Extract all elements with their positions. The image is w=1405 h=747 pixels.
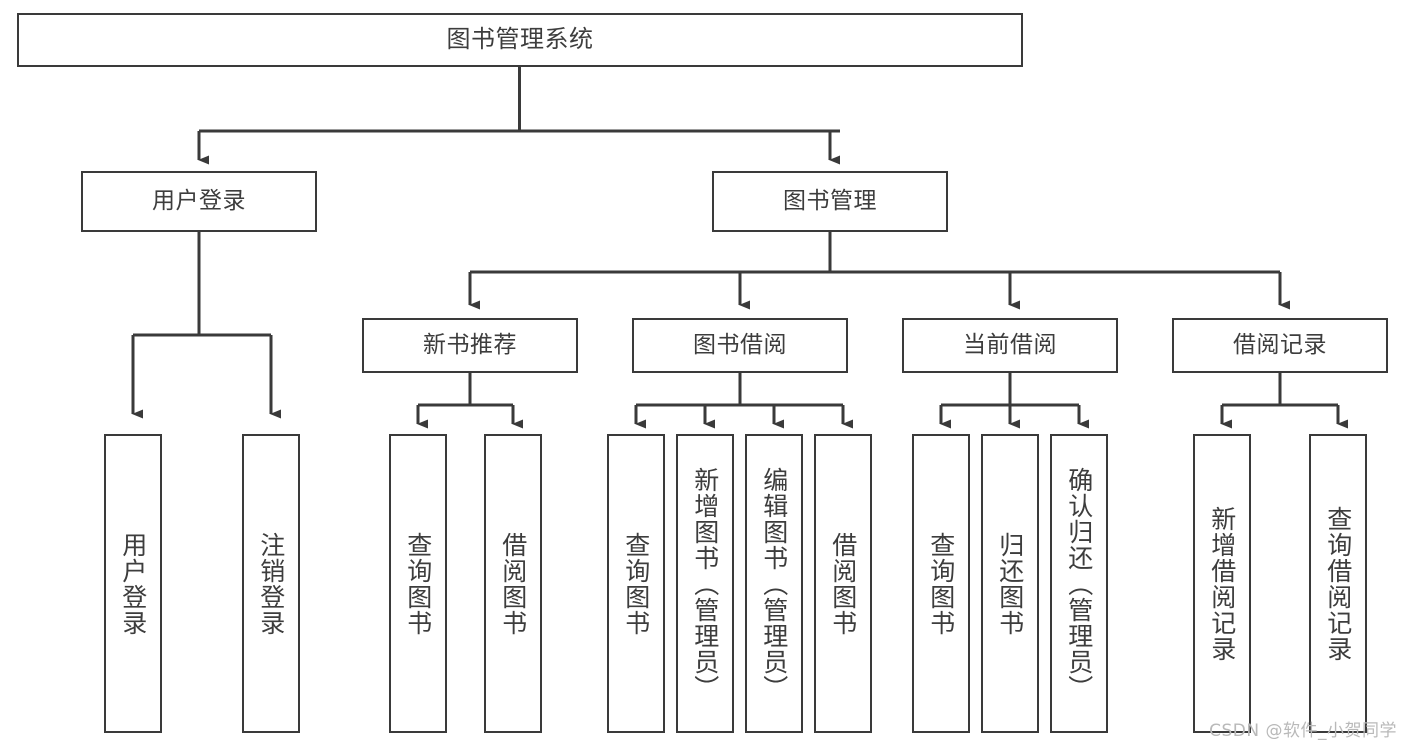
node-label: 新增借阅记录 bbox=[1207, 505, 1237, 662]
node-label: 借阅图书 bbox=[498, 531, 528, 636]
node-label: 查询借阅记录 bbox=[1323, 505, 1353, 662]
node-user-login[interactable]: 用户登录 bbox=[81, 171, 317, 232]
node-leaf-query-borrow-record[interactable]: 查询借阅记录 bbox=[1309, 434, 1367, 733]
node-leaf-confirm-return-admin[interactable]: 确认归还（管理员） bbox=[1050, 434, 1108, 733]
node-label: 用户登录 bbox=[152, 188, 246, 215]
node-label: 当前借阅 bbox=[963, 332, 1057, 359]
node-label: 图书管理 bbox=[783, 188, 877, 215]
node-leaf-user-login[interactable]: 用户登录 bbox=[104, 434, 162, 733]
node-label: 新增图书（管理员） bbox=[690, 466, 720, 701]
node-borrow-record[interactable]: 借阅记录 bbox=[1172, 318, 1388, 373]
node-book-manage[interactable]: 图书管理 bbox=[712, 171, 948, 232]
node-label: 借阅记录 bbox=[1233, 332, 1327, 359]
node-label: 借阅图书 bbox=[828, 531, 858, 636]
node-label: 图书借阅 bbox=[693, 332, 787, 359]
node-label: 查询图书 bbox=[403, 531, 433, 636]
node-leaf-logout-login[interactable]: 注销登录 bbox=[242, 434, 300, 733]
node-label: 用户登录 bbox=[118, 531, 148, 636]
node-label: 新书推荐 bbox=[423, 332, 517, 359]
node-label: 图书管理系统 bbox=[446, 25, 594, 54]
node-leaf-borrow-book[interactable]: 借阅图书 bbox=[814, 434, 872, 733]
node-label: 查询图书 bbox=[926, 531, 956, 636]
node-label: 归还图书 bbox=[995, 531, 1025, 636]
node-leaf-add-borrow-record[interactable]: 新增借阅记录 bbox=[1193, 434, 1251, 733]
node-label: 编辑图书（管理员） bbox=[759, 466, 789, 701]
node-book-borrow[interactable]: 图书借阅 bbox=[632, 318, 848, 373]
node-label: 查询图书 bbox=[621, 531, 651, 636]
node-leaf-query-book-recommend[interactable]: 查询图书 bbox=[389, 434, 447, 733]
node-leaf-return-book[interactable]: 归还图书 bbox=[981, 434, 1039, 733]
node-leaf-query-book-borrow[interactable]: 查询图书 bbox=[607, 434, 665, 733]
node-root-system[interactable]: 图书管理系统 bbox=[17, 13, 1023, 67]
node-leaf-query-book-current[interactable]: 查询图书 bbox=[912, 434, 970, 733]
node-label: 注销登录 bbox=[256, 531, 286, 636]
node-leaf-add-book-admin[interactable]: 新增图书（管理员） bbox=[676, 434, 734, 733]
node-current-borrow[interactable]: 当前借阅 bbox=[902, 318, 1118, 373]
node-new-book-recommend[interactable]: 新书推荐 bbox=[362, 318, 578, 373]
node-label: 确认归还（管理员） bbox=[1064, 466, 1094, 701]
node-leaf-edit-book-admin[interactable]: 编辑图书（管理员） bbox=[745, 434, 803, 733]
node-leaf-borrow-book-recommend[interactable]: 借阅图书 bbox=[484, 434, 542, 733]
